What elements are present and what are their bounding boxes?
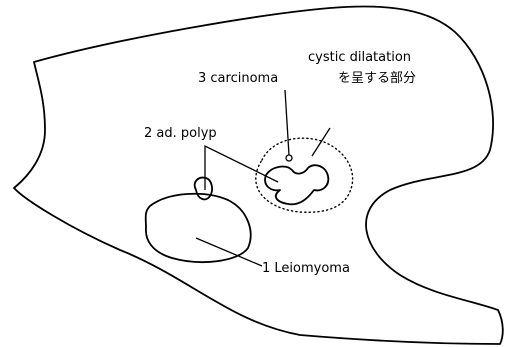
cystic-dilatation-region	[256, 138, 353, 212]
leiomyoma-label: 1 Leiomyoma	[262, 261, 350, 276]
cystic-dilatation-label: cystic dilatation	[308, 50, 411, 65]
specimen-outline	[14, 6, 503, 344]
cystic-leader-line	[312, 128, 330, 156]
carcinoma-label: 3 carcinoma	[198, 71, 278, 86]
polyp-label: 2 ad. polyp	[144, 126, 217, 141]
carcinoma-suffix-label: を呈する部分	[338, 71, 416, 86]
carcinoma-point	[286, 155, 292, 161]
leiomyoma-mass	[146, 194, 251, 262]
carcinoma-leader-line	[285, 90, 289, 155]
polyp-mass	[195, 178, 212, 200]
carcinoma-lesion	[265, 165, 328, 204]
